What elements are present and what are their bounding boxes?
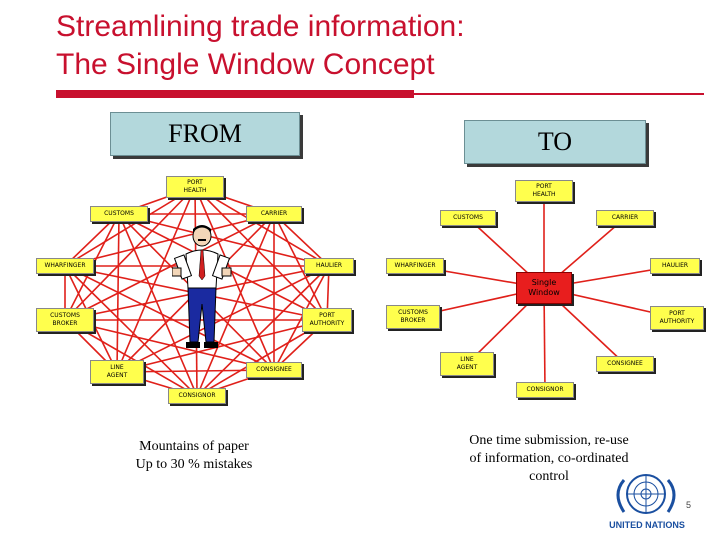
from-link-consignor-customs-broker	[64, 319, 198, 397]
from-link-wharfinger-customs	[64, 213, 120, 267]
to-node-port-authority: PORT AUTHORITY	[650, 306, 704, 330]
to-node-customs: CUSTOMS	[440, 210, 496, 226]
from-link-consignor-customs	[118, 213, 198, 397]
from-link-consignor-wharfinger	[64, 265, 198, 397]
un-emblem-icon	[616, 474, 676, 514]
title-rule-thick	[56, 90, 414, 98]
from-node-consignee: CONSIGNEE	[246, 362, 302, 378]
to-header: TO	[464, 120, 646, 164]
from-node-wharfinger: WHARFINGER	[36, 258, 94, 274]
from-link-carrier-consignor	[196, 213, 275, 397]
title-line-2: The Single Window Concept	[56, 48, 435, 81]
from-link-carrier-customs-broker	[64, 213, 275, 321]
to-node-consignee: CONSIGNEE	[596, 356, 654, 372]
from-link-port-authority-line-agent	[116, 319, 328, 373]
from-link-port-health-port-authority	[194, 186, 328, 321]
from-link-haulier-customs	[118, 213, 330, 267]
from-link-line-agent-customs	[116, 213, 120, 373]
from-link-port-health-line-agent	[116, 186, 196, 373]
from-header: FROM	[110, 112, 300, 156]
from-link-consignee-wharfinger	[64, 265, 275, 371]
to-link-consignor	[543, 287, 546, 391]
caption-to: One time submission, re-use of informati…	[469, 433, 629, 484]
to-node-single-window-hub: Single Window	[516, 272, 572, 304]
from-link-carrier-port-authority	[273, 213, 328, 321]
person-figure	[172, 225, 232, 348]
from-node-customs-broker: CUSTOMS BROKER	[36, 308, 94, 332]
from-link-port-health-consignee	[194, 186, 275, 371]
to-node-port-health: PORT HEALTH	[515, 180, 573, 202]
from-link-haulier-consignee	[273, 265, 330, 371]
to-node-wharfinger: WHARFINGER	[386, 258, 444, 274]
from-node-line-agent: LINE AGENT	[90, 360, 144, 384]
to-node-line-agent: LINE AGENT	[440, 352, 494, 376]
from-link-port-health-customs-broker	[64, 186, 196, 321]
from-link-consignee-customs-broker	[64, 319, 275, 371]
to-node-carrier: CARRIER	[596, 210, 654, 226]
title-rule-thin	[414, 93, 704, 95]
un-logo-text: UNITED NATIONS	[609, 520, 685, 530]
to-node-customs-broker: CUSTOMS BROKER	[386, 305, 440, 329]
title-line-1: Streamlining trade information:	[56, 10, 465, 43]
from-node-haulier: HAULIER	[304, 258, 354, 274]
from-node-customs: CUSTOMS	[90, 206, 148, 222]
page-number: 5	[686, 500, 692, 510]
caption-from: Mountains of paper Up to 30 % mistakes	[135, 439, 253, 472]
from-node-port-authority: PORT AUTHORITY	[302, 308, 352, 332]
from-mesh-lines	[64, 186, 330, 397]
from-node-consignor: CONSIGNOR	[168, 388, 226, 404]
from-link-haulier-consignor	[196, 265, 330, 397]
to-node-consignor: CONSIGNOR	[516, 382, 574, 398]
from-node-carrier: CARRIER	[246, 206, 302, 222]
from-link-port-health-wharfinger	[64, 186, 196, 267]
to-node-haulier: HAULIER	[650, 258, 700, 274]
slide-title: Streamlining trade information: The Sing…	[56, 8, 465, 84]
from-link-carrier-haulier	[273, 213, 330, 267]
from-node-port-health: PORT HEALTH	[166, 176, 224, 198]
